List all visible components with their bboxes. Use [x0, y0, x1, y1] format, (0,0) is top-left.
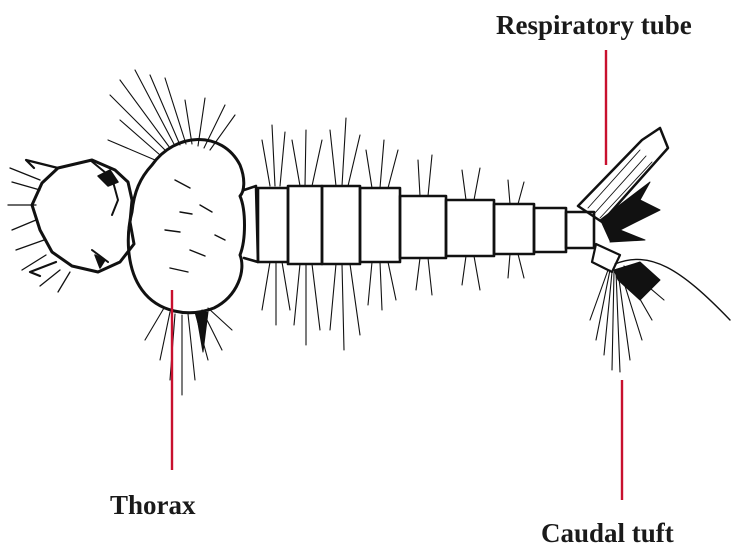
segment-bristles	[262, 118, 524, 350]
head	[8, 160, 134, 292]
label-caudal-tuft: Caudal tuft	[541, 520, 674, 547]
caudal-tuft	[590, 244, 730, 372]
respiratory-siphon	[578, 128, 668, 242]
label-thorax: Thorax	[110, 492, 196, 519]
thorax-body	[108, 70, 245, 395]
label-respiratory-tube: Respiratory tube	[496, 12, 692, 39]
abdomen	[244, 186, 594, 264]
